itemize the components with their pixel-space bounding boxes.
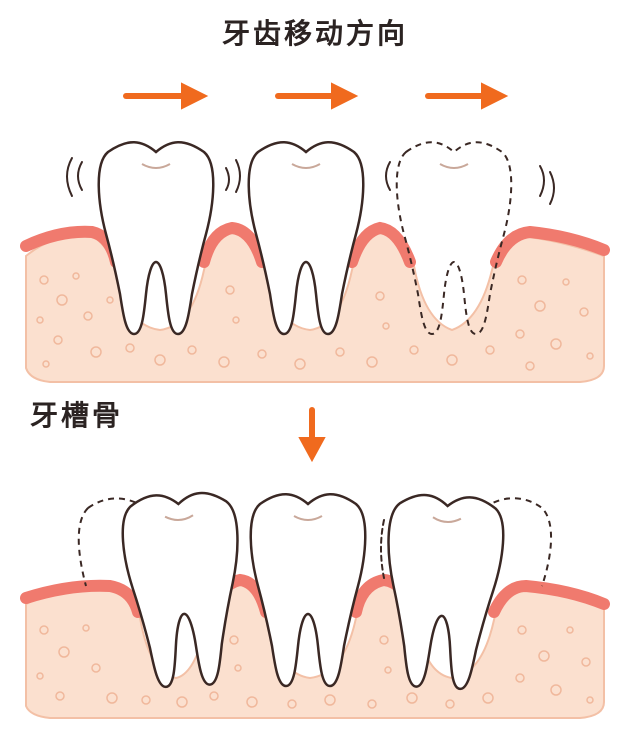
arrow-right-icon bbox=[275, 82, 359, 110]
page-title: 牙齿移动方向 bbox=[222, 17, 409, 50]
alveolar-bone-label: 牙槽骨 bbox=[30, 399, 124, 432]
bottom-panel bbox=[20, 489, 610, 719]
gum-line bbox=[20, 573, 610, 618]
arrow-down-icon bbox=[298, 407, 326, 463]
gum-line bbox=[20, 221, 610, 268]
motion-lines-icon bbox=[66, 157, 555, 205]
arrow-right-icon bbox=[425, 82, 509, 110]
top-panel bbox=[20, 82, 610, 383]
alveolar-bone bbox=[25, 230, 605, 383]
bone-pores bbox=[36, 272, 594, 371]
arrow-right-icon bbox=[123, 82, 209, 110]
motion-lines-icon bbox=[380, 519, 385, 579]
bone-pores bbox=[36, 624, 594, 709]
